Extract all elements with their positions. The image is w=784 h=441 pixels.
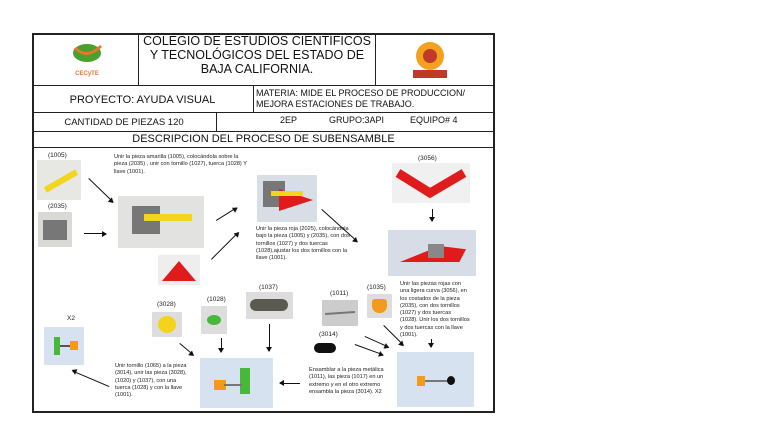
- photo-rod-1011: [322, 300, 358, 326]
- photo-black-part-3014: [312, 339, 338, 357]
- divider: [32, 85, 495, 86]
- photo-red-plate-2025: [158, 255, 200, 285]
- divider: [253, 85, 254, 112]
- photo-strip-1037: [246, 292, 293, 319]
- photo-step2-result: [257, 175, 317, 222]
- part-label-1011: (1011): [330, 290, 349, 297]
- photo-orange-cap-1035: [367, 294, 392, 318]
- part-label-1028: (1028): [207, 296, 226, 303]
- part-label-3028: (3028): [157, 301, 176, 308]
- part-label-1005: (1005): [48, 152, 67, 159]
- arrow-icon: [432, 209, 433, 221]
- arrow-icon: [84, 230, 107, 237]
- step-1-text: Unir la pieza amarilla (1005), colocándo…: [114, 154, 247, 175]
- photo-red-bracket-3056: [392, 163, 470, 203]
- part-label-1037: (1037): [259, 284, 278, 291]
- arrow-icon: [269, 324, 270, 351]
- photo-final-assembly: [44, 327, 84, 365]
- industrial-logo: [405, 40, 455, 80]
- part-label-3014: (3014): [319, 331, 338, 338]
- document-frame: [32, 33, 495, 413]
- photo-green-nut-1028: [201, 306, 227, 334]
- photo-bracket-2035: [38, 212, 72, 247]
- step-2-text: Unir la pieza roja (2025), colocándola b…: [256, 226, 350, 262]
- divider: [138, 33, 139, 85]
- team-label: EQUIPO# 4: [410, 115, 458, 125]
- quantity-label: CANTIDAD DE PIEZAS 120: [64, 117, 184, 128]
- project-label: PROYECTO: AYUDA VISUAL: [69, 94, 216, 106]
- arrow-icon: [431, 339, 432, 347]
- part-label-1035: (1035): [367, 284, 386, 291]
- part-label-2035: (2035): [48, 203, 67, 210]
- photo-step5-result: [200, 358, 273, 408]
- cecyte-logo: CECyTE: [62, 40, 112, 80]
- group-label: GRUPO:3API: [329, 115, 385, 125]
- divider: [32, 112, 495, 113]
- photo-yellow-bar-1005: [37, 160, 81, 200]
- part-label-3056: (3056): [418, 155, 437, 162]
- photo-step1-result: [118, 196, 204, 248]
- section-title: DESCRIPCION DEL PROCESO DE SUBENSAMBLE: [132, 133, 395, 145]
- institution-title: COLEGIO DE ESTUDIOS CIENTÍFICOS Y TECNOL…: [143, 34, 371, 76]
- step-4-text: Ensamblar a la pieza metálica (1011), la…: [309, 367, 384, 395]
- multiplier-label: X2: [67, 315, 75, 322]
- step-3-text: Unir las piezas rojas con una ligera cur…: [400, 281, 470, 339]
- subject-label: MATERIA: MIDE EL PROCESO DE PRODUCCION/ …: [256, 88, 466, 109]
- photo-step3-result: [388, 230, 476, 276]
- photo-yellow-washer-3028: [152, 312, 182, 337]
- photo-step4-result: [397, 352, 474, 407]
- semester-label: 2EP: [280, 115, 298, 125]
- step-5-text: Unir tornillo (1065) a la pieza (3014), …: [115, 363, 187, 399]
- arrow-icon: [280, 383, 300, 384]
- divider: [375, 33, 376, 85]
- divider: [32, 147, 495, 148]
- arrow-icon: [221, 338, 222, 352]
- divider: [216, 112, 217, 131]
- divider: [32, 131, 495, 132]
